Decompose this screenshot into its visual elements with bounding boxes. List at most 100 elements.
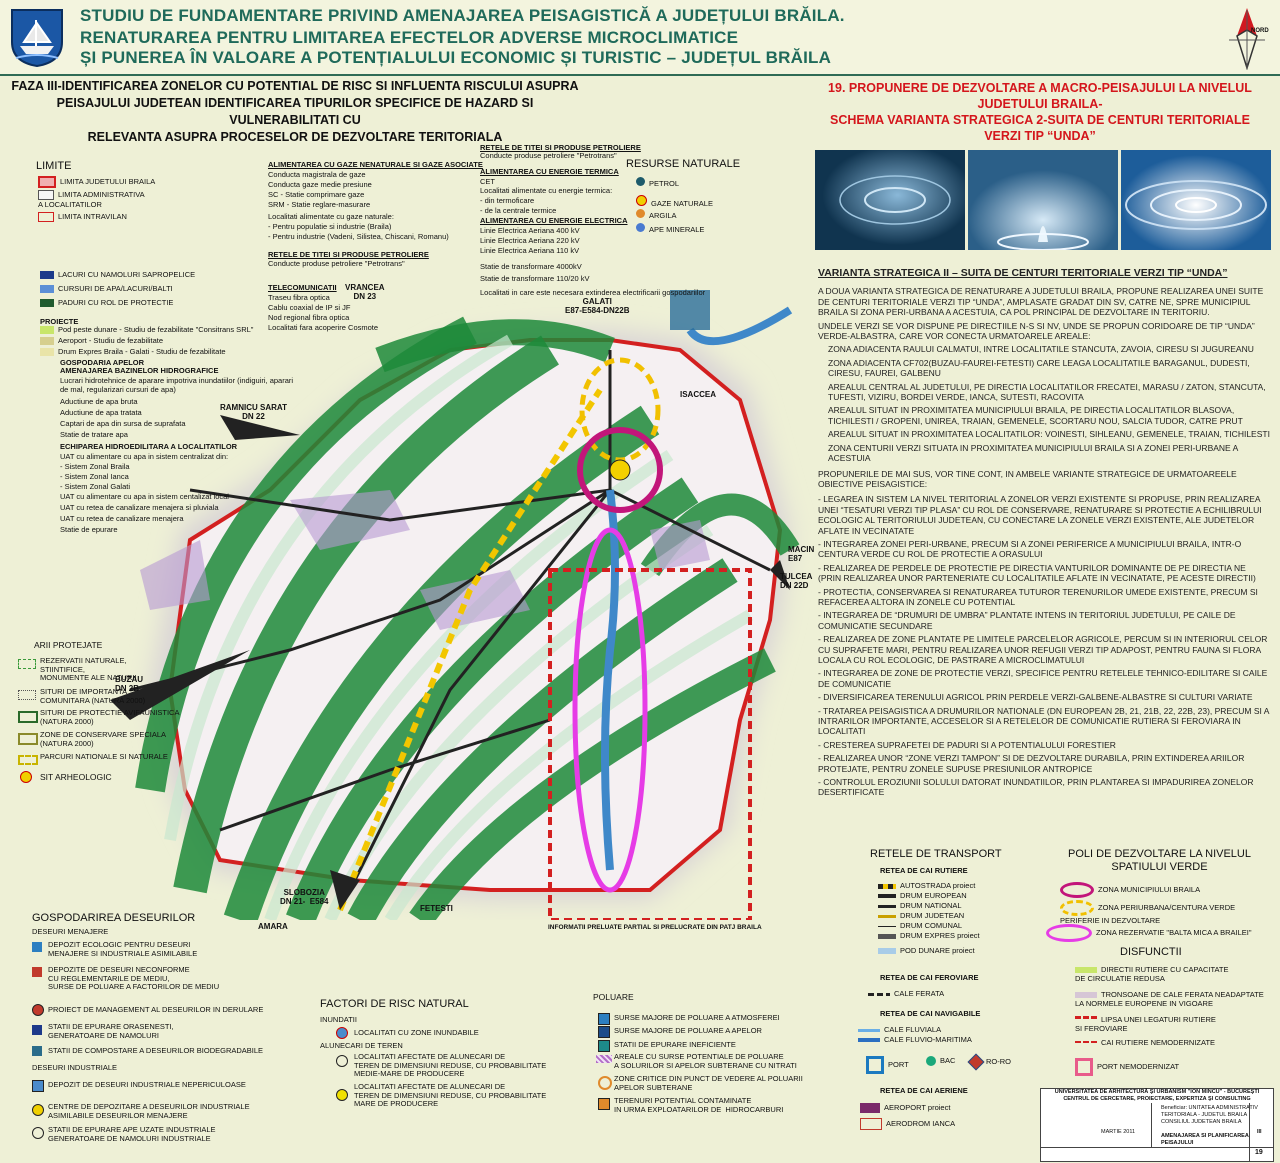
water-mgmt-item: Aductiune de apa tratata <box>60 408 142 417</box>
dysfunction-item: DIRECTII RUTIERE CU CAPACITATE DE CIRCUL… <box>1075 965 1229 983</box>
unmodernized-port-icon <box>1075 1058 1093 1076</box>
strategy-paragraph-3: PROPUNERILE DE MAI SUS, VOR TINE CONT, I… <box>818 468 1237 489</box>
road-item: DRUM COMUNAL <box>878 921 962 930</box>
title-block-sheet-number: 19 <box>1255 1149 1263 1156</box>
waste-item: PROIECT DE MANAGEMENT AL DESEURILOR IN D… <box>32 1004 263 1016</box>
roro-legend: RO-RO <box>967 1053 1011 1071</box>
petrol-icon <box>636 177 645 186</box>
motorway-swatch <box>878 883 896 889</box>
strategy-bullet: ZONA ADIACENTA CF702(BUZAU-FAUREI-FETEST… <box>828 357 1250 379</box>
label-fetesti: FETESTI <box>420 904 453 913</box>
road-item: AUTOSTRADA proiect <box>878 881 975 890</box>
airport-icon <box>860 1103 880 1114</box>
electric-item: Localitati in care este necesara extinde… <box>480 288 706 297</box>
poles-title: POLI DE DEZVOLTARE LA NIVELUL SPATIULUI … <box>1068 848 1251 873</box>
map-source-note: INFORMATII PRELUATE PARTIAL SI PRELUCRAT… <box>548 924 762 931</box>
waste-industrial-title: DESEURI INDUSTRIALE <box>32 1063 118 1072</box>
nav-item: CALE FLUVIO-MARITIMA <box>858 1035 972 1044</box>
telecom-item: Traseu fibra optica <box>268 293 330 302</box>
gas-icon <box>636 195 647 206</box>
nature-reserve-swatch <box>18 659 36 669</box>
water-equip-item: - Sistem Zonal Braila <box>60 462 130 471</box>
proposal-title-line-4: VERZI TIP “UNDA” <box>984 129 1096 143</box>
limit-intravilan-swatch <box>38 212 54 223</box>
thermal-item: Localitati alimentate cu energie termica… <box>480 186 613 195</box>
pollution-item: SURSE MAJORE DE POLUARE A APELOR <box>598 1026 762 1038</box>
strategy-paragraph-1: A DOUA VARIANTA STRATEGICA DE RENATURARE… <box>818 286 1264 318</box>
legend-lakes: LACURI CU NAMOLURI SAPROPELICE <box>40 270 195 280</box>
proposal-title-line-1: 19. PROPUNERE DE DEZVOLTARE A MACRO-PEIS… <box>828 81 1252 95</box>
electric-item: Linie Electrica Aeriana 220 kV <box>480 236 580 245</box>
telecom-item: Nod regional fibra optica <box>268 313 350 322</box>
limit-admin-swatch <box>38 190 54 201</box>
oil-item: Conducte produse petroliere "Petrotrans" <box>268 259 405 268</box>
road-capacity-swatch <box>1075 967 1097 974</box>
label-tulcea: TULCEA DN 22D <box>780 572 813 590</box>
water-ripple-photo-1 <box>815 150 965 250</box>
energy-oil-title: RETELE DE TITEI SI PRODUSE PETROLIERE <box>480 143 641 152</box>
dysfunction-item: TRONSOANE DE CALE FERATA NEADAPTATE LA N… <box>1075 990 1264 1008</box>
water-equip-item: - Sistem Zonal Galati <box>60 482 131 491</box>
road-item: DRUM EUROPEAN <box>878 891 967 900</box>
title-block: UNIVERSITATEA DE ARHITECTURĂ ŞI URBANISM… <box>1040 1088 1274 1162</box>
protected-title: ARII PROTEJATE <box>34 640 103 650</box>
title-block-phase: III <box>1257 1129 1262 1135</box>
page-title-line-3: ȘI PUNEREA ÎN VALOARE A POTENȚIALULUI EC… <box>80 48 832 67</box>
pollution-item: TERENURI POTENTIAL CONTAMINATE IN URMA E… <box>598 1096 783 1114</box>
road-item: DRUM EXPRES proiect <box>878 931 980 940</box>
telecom-item: Cablu coaxial de IP si JF <box>268 303 351 312</box>
water-equip-item: Statie de epurare <box>60 525 118 534</box>
resource-gas: GAZE NATURALE <box>636 195 713 208</box>
objective-item: - INTEGRAREA ZONEI PERI-URBANE, PRECUM S… <box>818 538 1242 560</box>
pollution-item: AREALE CU SURSE POTENTIALE DE POLUARE A … <box>596 1052 797 1070</box>
landslide-medium-icon <box>336 1055 348 1067</box>
community-site-swatch <box>18 690 36 700</box>
strategy-text-panel: VARIANTA STRATEGICA II – SUITA DE CENTUR… <box>818 268 1270 801</box>
gas-item: - Pentru populatie si industrie (Braila) <box>268 222 392 231</box>
port-icon <box>866 1056 884 1074</box>
industrial-centre-icon <box>32 1104 44 1116</box>
thermal-title: ALIMENTAREA CU ENERGIE TERMICA <box>480 167 619 176</box>
strategy-title: VARIANTA STRATEGICA II – SUITA DE CENTUR… <box>818 267 1228 279</box>
unmodernized-road-swatch <box>1075 1041 1097 1045</box>
risk-item: LOCALITATI AFECTATE DE ALUNECARI DE TERE… <box>336 1052 546 1079</box>
phase-title-line-3: RELEVANTA ASUPRA PROCESELOR DE DEZVOLTAR… <box>87 130 503 144</box>
objective-item: - REALIZAREA DE PERDELE DE PROTECTIE PE … <box>818 562 1256 584</box>
pollution-item: STATII DE EPURARE INEFICIENTE <box>598 1040 736 1052</box>
braila-crest-icon <box>8 6 66 68</box>
label-macin: MACIN E87 <box>788 545 815 563</box>
title-block-university: UNIVERSITATEA DE ARHITECTURĂ ŞI URBANISM… <box>1054 1089 1260 1095</box>
title-block-beneficiar: UNITATEA ADMINISTRATIV TERITORIALA - JUD… <box>1161 1105 1258 1118</box>
project-road-swatch <box>40 348 54 357</box>
water-equip-item: UAT cu alimentare cu apa in sistem centa… <box>60 492 229 501</box>
header-bar: STUDIU DE FUNDAMENTARE PRIVIND AMENAJARE… <box>0 0 1280 76</box>
county-map <box>90 270 820 928</box>
pollution-item: SURSE MAJORE DE POLUARE A ATMOSFEREI <box>598 1013 780 1025</box>
road-title: RETEA DE CAI RUTIERE <box>880 866 968 875</box>
legend-water-courses: CURSURI DE APA/LACURI/BALTI <box>40 284 173 294</box>
water-equip-item: UAT cu alimentare cu apa in sistem centr… <box>60 452 229 461</box>
gas-item: Localitati alimentate cu gaze naturale: <box>268 212 394 221</box>
proposal-title-line-2: JUDETULUI BRAILA- <box>977 97 1103 111</box>
avifauna-site-swatch <box>18 711 38 723</box>
label-isaccea: ISACCEA <box>680 390 717 399</box>
label-galati: GALATI E87-E584-DN22B <box>565 297 630 315</box>
water-mgmt-item: Statie de tratare apa <box>60 430 128 439</box>
risk-title: FACTORI DE RISC NATURAL <box>320 998 469 1010</box>
objective-item: - TRATAREA PEISAGISTICA A DRUMURILOR NAT… <box>818 705 1269 737</box>
title-block-centre: CENTRUL DE CERCETARE, PROIECTARE, EXPERT… <box>1063 1096 1251 1102</box>
project-item: Drum Expres Braila - Galati - Studiu de … <box>40 347 226 357</box>
objective-item: - PROTECTIA, CONSERVAREA SI RENATURAREA … <box>818 586 1258 607</box>
telecom-item: Localitati fara acoperire Cosmote <box>268 323 379 332</box>
resource-mineral-water: APE MINERALE <box>636 223 704 234</box>
thermal-item: CET <box>480 177 495 186</box>
strategy-bullet: ZONA ADIACENTA RAULUI CALMATUI, INTRE LO… <box>828 344 1254 355</box>
water-equip-item: UAT cu retea de canalizare menajera <box>60 514 184 523</box>
water-mgmt-item: de mal, regularizari cursuri de apa) <box>60 385 176 394</box>
communal-road-swatch <box>878 925 896 927</box>
forests-swatch <box>40 299 54 308</box>
air-item: AEROPORT proiect <box>860 1103 950 1114</box>
thermal-item: - din termoficare <box>480 196 535 205</box>
contaminated-land-icon <box>598 1098 610 1110</box>
landslide-high-icon <box>336 1089 348 1101</box>
